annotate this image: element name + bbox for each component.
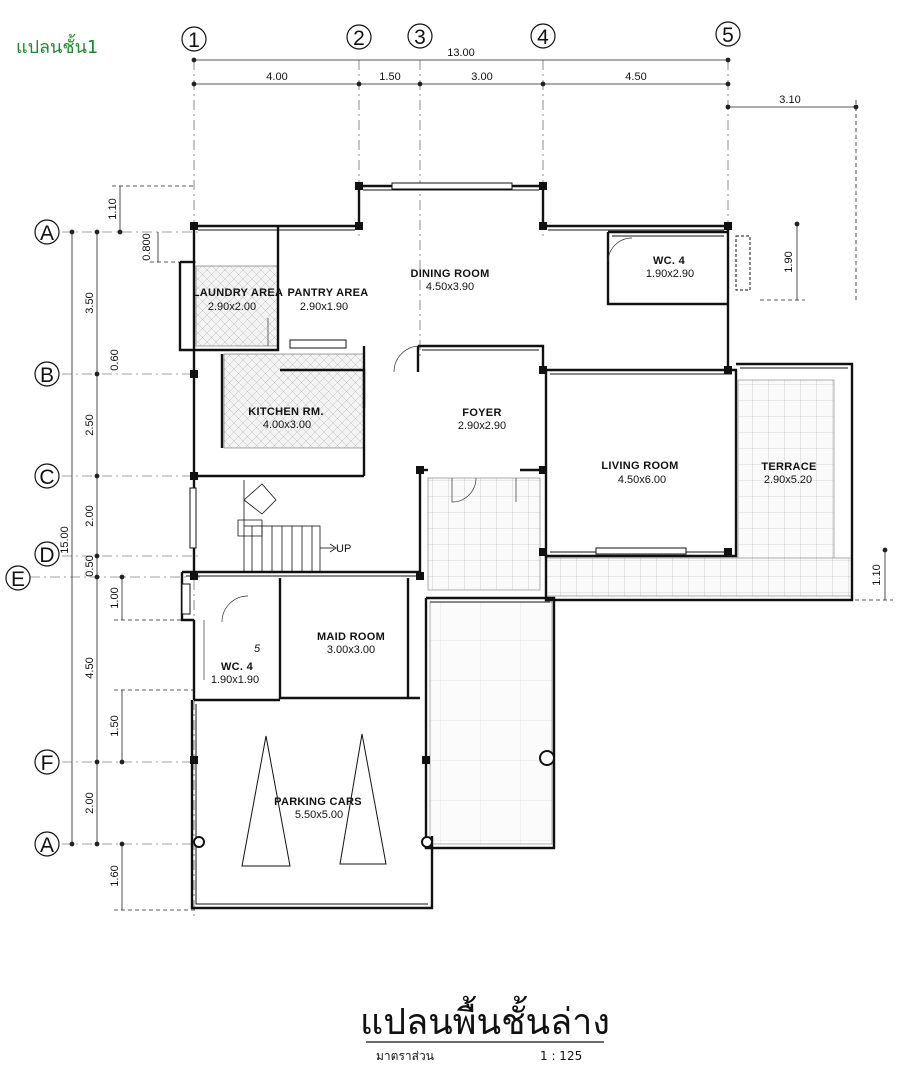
dim-top-right-ext: 3.10 xyxy=(779,94,800,106)
room-living-size: 4.50x6.00 xyxy=(618,474,666,486)
grid-col-2: 2 xyxy=(353,27,365,50)
room-wc-right-name: WC. 4 xyxy=(653,255,686,267)
kitchen-floor xyxy=(223,353,365,449)
top-dimension-lines xyxy=(191,57,859,300)
dim-left-6: 2.00 xyxy=(84,505,96,526)
room-parking-size: 5.50x5.00 xyxy=(295,809,343,821)
room-pantry-name: PANTRY AREA xyxy=(288,287,369,299)
dim-left-8: 1.00 xyxy=(109,587,121,608)
right-dimension-lines xyxy=(760,221,893,601)
wc-note-label: 5 xyxy=(254,643,261,655)
door-swings xyxy=(203,237,633,680)
grid-row-a2: A xyxy=(40,834,54,857)
room-laundry-name: LAUNDRY AREA xyxy=(193,287,284,299)
grid-row-e: E xyxy=(11,568,25,591)
room-kitchen-name: KITCHEN RM. xyxy=(248,406,323,418)
left-dimension-lines xyxy=(69,185,196,911)
room-dining-size: 4.50x3.90 xyxy=(426,281,474,293)
round-columns xyxy=(193,750,555,848)
dim-top-seg-1: 4.00 xyxy=(266,71,287,83)
dim-left-1: 1.10 xyxy=(107,198,119,219)
grid-row-d: D xyxy=(39,544,54,567)
grid-row-f: F xyxy=(41,752,54,775)
dim-top-overall: 13.00 xyxy=(447,47,475,59)
dim-right-2: 1.10 xyxy=(871,564,883,585)
dim-left-2: 0.800 xyxy=(141,233,153,261)
grid-column-bubbles xyxy=(181,21,741,52)
room-maid-size: 3.00x3.00 xyxy=(327,644,375,656)
room-laundry-size: 2.90x2.00 xyxy=(208,301,256,313)
room-dining-name: DINING ROOM xyxy=(410,268,489,280)
grid-col-5: 5 xyxy=(722,24,734,47)
scale-label: มาตราส่วน xyxy=(376,1049,434,1063)
room-terrace-size: 2.90x5.20 xyxy=(764,474,812,486)
grid-col-1: 1 xyxy=(188,29,200,52)
room-wc-maid-name: WC. 4 xyxy=(221,661,254,673)
room-kitchen-size: 4.00x3.00 xyxy=(263,419,311,431)
room-maid-name: MAID ROOM xyxy=(317,631,385,643)
room-parking-name: PARKING CARS xyxy=(274,796,362,808)
grid-row-c: C xyxy=(39,466,54,489)
thin-walls xyxy=(186,189,848,905)
garden-floor xyxy=(429,601,553,845)
dim-left-12: 1.60 xyxy=(109,865,121,886)
dim-left-overall: 15.00 xyxy=(59,526,71,554)
grid-row-bubbles xyxy=(5,219,60,857)
parking-car-markers xyxy=(241,733,387,867)
dim-left-3: 3.50 xyxy=(84,292,96,313)
terrace-deck xyxy=(545,557,853,597)
windows xyxy=(181,182,751,615)
room-terrace-name: TERRACE xyxy=(761,461,816,473)
grid-row-a: A xyxy=(40,222,54,245)
dim-left-7: 0.50 xyxy=(84,555,96,576)
columns xyxy=(190,182,732,764)
grid-col-3: 3 xyxy=(414,26,426,49)
dim-left-10: 1.50 xyxy=(109,715,121,736)
laundry-floor xyxy=(195,265,279,347)
corner-label: แปลนชั้น1 xyxy=(16,37,99,58)
scale-value: 1 : 125 xyxy=(540,1049,582,1063)
room-living-name: LIVING ROOM xyxy=(601,460,678,472)
dim-top-seg-2: 1.50 xyxy=(379,71,400,83)
plan-title: แปลนพื้นชั้นล่าง xyxy=(360,995,610,1043)
grid-row-b: B xyxy=(40,364,54,387)
room-wc-right-size: 1.90x2.90 xyxy=(646,268,694,280)
room-wc-maid-size: 1.90x1.90 xyxy=(211,674,259,686)
stair xyxy=(237,480,337,573)
dim-left-11: 2.00 xyxy=(84,792,96,813)
dim-top-seg-4: 4.50 xyxy=(625,71,646,83)
stair-up-label: UP xyxy=(336,543,351,555)
dim-top-seg-3: 3.00 xyxy=(471,71,492,83)
room-foyer-size: 2.90x2.90 xyxy=(458,420,506,432)
dim-left-4: 0.60 xyxy=(109,349,121,370)
terrace-floor xyxy=(737,379,835,561)
dim-right-1: 1.90 xyxy=(783,251,795,272)
dim-left-5: 2.50 xyxy=(84,414,96,435)
room-foyer-name: FOYER xyxy=(462,407,501,419)
foyer-entry-floor xyxy=(427,477,541,591)
dim-left-9: 4.50 xyxy=(84,657,96,678)
grid-row-lines xyxy=(30,231,200,845)
grid-col-4: 4 xyxy=(537,26,549,49)
room-pantry-size: 2.90x1.90 xyxy=(300,301,348,313)
